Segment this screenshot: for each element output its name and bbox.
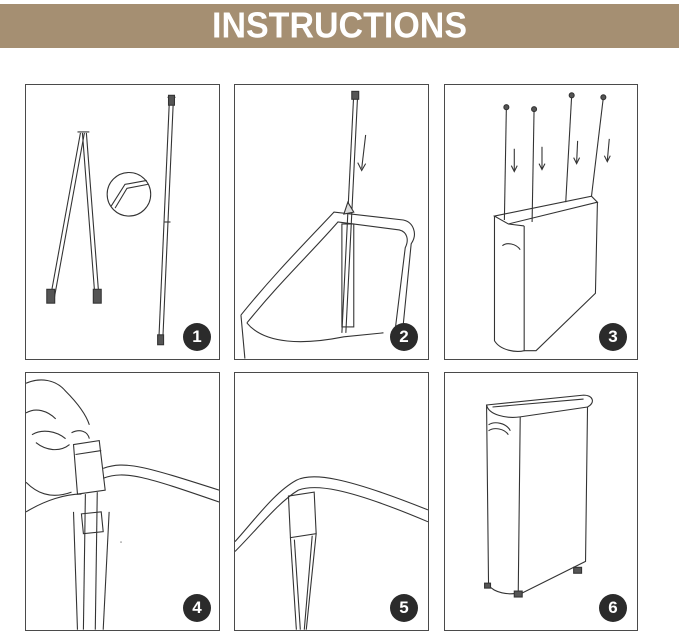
step-number-badge: 4 <box>183 594 211 622</box>
insert-four-poles-icon <box>492 92 611 352</box>
folding-pole-icon <box>46 94 176 346</box>
step-panel-4: 4 <box>25 372 220 631</box>
step-panel-5: 5 <box>234 372 429 631</box>
step-number-badge: 3 <box>599 323 627 351</box>
step-panel-2: 2 <box>234 84 429 360</box>
step-panel-6: 6 <box>444 372 638 631</box>
step-panel-3: 3 <box>444 84 638 360</box>
insert-pole-icon <box>240 90 415 359</box>
step-number-badge: 5 <box>390 594 418 622</box>
assembled-hamper-icon <box>484 394 593 598</box>
attach-corner-icon <box>26 379 219 630</box>
step-number-badge: 6 <box>599 594 627 622</box>
secure-corner-icon <box>235 476 428 630</box>
step-number-badge: 2 <box>390 323 418 351</box>
step-number-badge: 1 <box>183 323 211 351</box>
step-panel-1: 1 <box>25 84 220 360</box>
instructions-banner: INSTRUCTIONS <box>0 4 679 48</box>
page-title: INSTRUCTIONS <box>212 5 467 46</box>
